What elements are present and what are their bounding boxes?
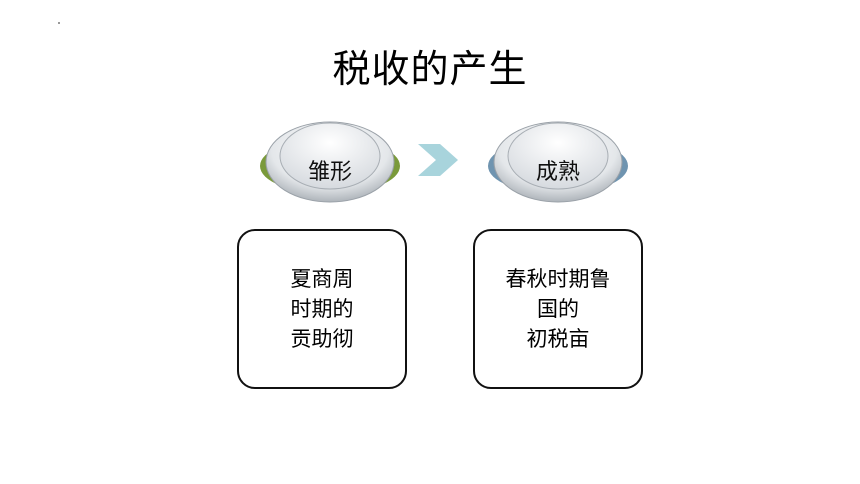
- description-line: 夏商周: [290, 267, 354, 291]
- description-line: 时期的: [290, 297, 354, 321]
- description-line: 贡助彻: [290, 327, 354, 351]
- stage-embryonic-description-box: 夏商周 时期的 贡助彻: [237, 229, 407, 389]
- description-line: 初税亩: [526, 327, 590, 351]
- stage-embryonic-label: 雏形: [307, 160, 352, 185]
- description-line: 春秋时期鲁: [505, 267, 611, 291]
- stage-embryonic-disc: [260, 121, 400, 203]
- slide-corner-dot: [58, 22, 60, 24]
- stage-embryonic: 雏形: [256, 112, 404, 208]
- description-line: 国的: [537, 297, 579, 321]
- slide-title: 税收的产生: [332, 47, 528, 91]
- chevron-right-icon: [418, 144, 458, 176]
- stage-mature-disc: [488, 121, 628, 203]
- stage-mature-description-box: 春秋时期鲁 国的 初税亩: [473, 229, 643, 389]
- stage-mature-label: 成熟: [535, 160, 580, 185]
- stage-mature: 成熟: [484, 112, 632, 208]
